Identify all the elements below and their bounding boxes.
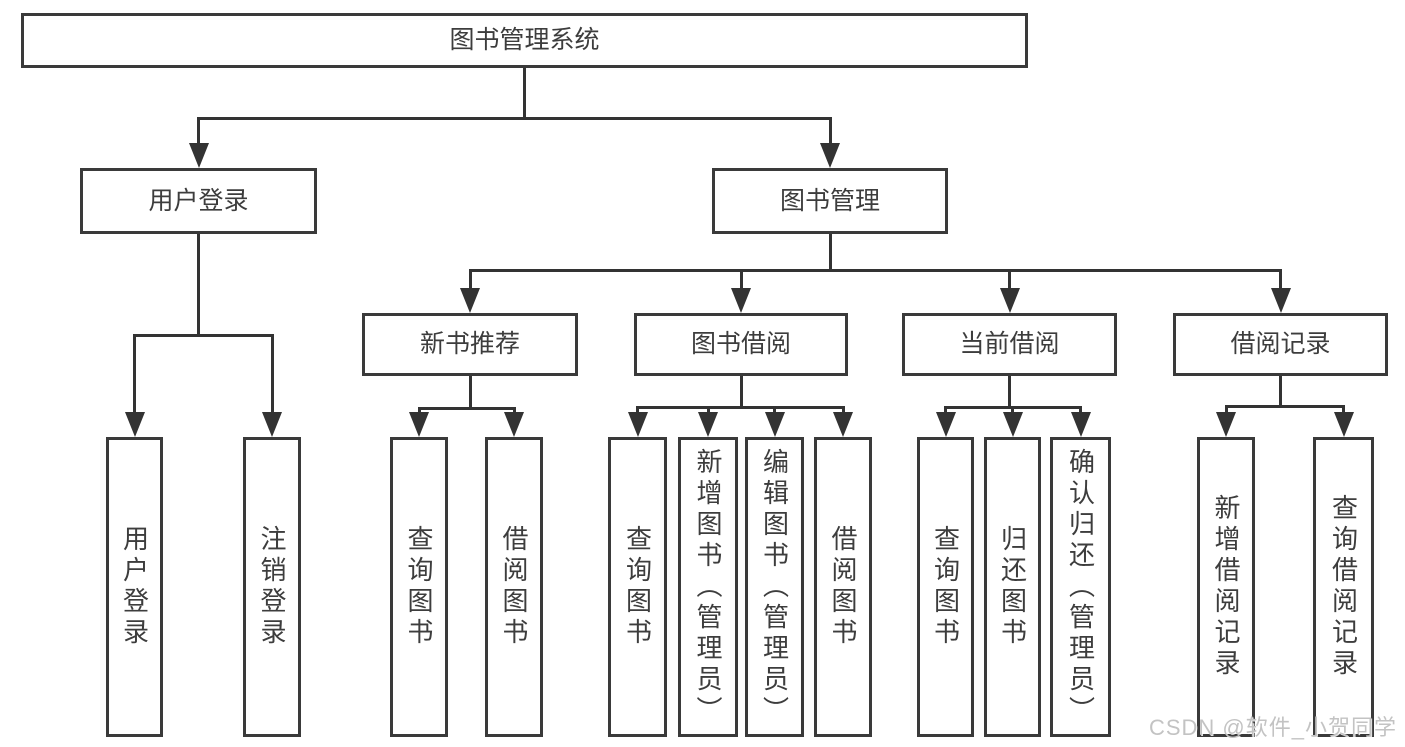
- connector-hline: [133, 333, 274, 337]
- node-current-borrow: 当前借阅: [902, 313, 1117, 376]
- node-label: 查询图书: [404, 525, 434, 649]
- node-label: 确认归还（管理员）: [1065, 447, 1096, 727]
- connector-vline: [1008, 270, 1011, 295]
- arrowhead-down-icon: [1216, 412, 1236, 437]
- connector-vline: [828, 234, 832, 270]
- arrowhead-down-icon: [188, 143, 209, 168]
- node-current-confirm-return-admin: 确认归还（管理员）: [1050, 437, 1111, 737]
- arrowhead-down-icon: [1270, 288, 1291, 313]
- connector-vline: [1279, 270, 1282, 295]
- node-current-return-books: 归还图书: [984, 437, 1041, 737]
- node-current-query-books: 查询图书: [917, 437, 974, 737]
- node-label: 借阅图书: [499, 525, 529, 649]
- arrowhead-down-icon: [999, 288, 1020, 313]
- connector-vline: [739, 376, 743, 407]
- node-recommend-query-books: 查询图书: [390, 437, 448, 737]
- node-records-query-record: 查询借阅记录: [1313, 437, 1374, 737]
- node-label: 用户登录: [119, 525, 150, 649]
- connector-vline: [468, 376, 472, 408]
- connector-hline: [468, 268, 1282, 272]
- node-label: 图书借阅: [690, 330, 791, 358]
- node-login: 用户登录: [106, 437, 163, 737]
- arrowhead-down-icon: [820, 143, 840, 168]
- connector-vline: [523, 68, 526, 118]
- arrowhead-down-icon: [935, 412, 956, 437]
- node-borrow-query-books: 查询图书: [608, 437, 667, 737]
- connector-vline: [468, 270, 472, 295]
- node-borrow-add-books-admin: 新增图书（管理员）: [678, 437, 738, 737]
- node-label: 归还图书: [997, 525, 1028, 649]
- connector-hline: [417, 406, 516, 410]
- arrowhead-down-icon: [833, 412, 853, 437]
- connector-vline: [133, 335, 136, 419]
- arrowhead-down-icon: [460, 288, 480, 313]
- node-book-borrow: 图书借阅: [634, 313, 848, 376]
- node-label: 借阅图书: [828, 525, 858, 649]
- node-user-login: 用户登录: [80, 168, 317, 234]
- arrowhead-down-icon: [1002, 412, 1023, 437]
- node-label: 查询图书: [622, 525, 653, 649]
- connector-vline: [270, 335, 274, 419]
- connector-hline: [636, 405, 845, 409]
- node-label: 图书管理: [779, 186, 880, 215]
- node-borrow-borrow-books: 借阅图书: [814, 437, 872, 737]
- connector-hline: [197, 116, 832, 120]
- arrowhead-down-icon: [1333, 412, 1354, 437]
- arrowhead-down-icon: [764, 412, 785, 437]
- arrowhead-down-icon: [1070, 412, 1091, 437]
- arrowhead-down-icon: [698, 412, 718, 437]
- node-label: 用户登录: [148, 186, 249, 215]
- arrowhead-down-icon: [409, 412, 429, 437]
- arrowhead-down-icon: [731, 288, 751, 313]
- watermark: CSDN @软件_小贺同学: [1148, 715, 1397, 740]
- node-recommend-borrow-books: 借阅图书: [485, 437, 543, 737]
- node-label: 当前借阅: [959, 330, 1060, 358]
- node-label: 查询借阅记录: [1328, 494, 1359, 680]
- connector-vline: [739, 270, 743, 295]
- connector-vline: [197, 234, 200, 335]
- node-label: 编辑图书（管理员）: [759, 447, 790, 727]
- node-label: 新增图书（管理员）: [693, 447, 723, 727]
- connector-vline: [1008, 376, 1011, 407]
- node-label: 图书管理系统: [449, 26, 600, 54]
- node-borrow-edit-books-admin: 编辑图书（管理员）: [745, 437, 804, 737]
- connector-vline: [197, 118, 200, 150]
- connector-vline: [1279, 376, 1282, 406]
- connector-hline: [1224, 404, 1345, 408]
- node-logout: 注销登录: [243, 437, 301, 737]
- node-label: 注销登录: [257, 525, 287, 649]
- connector-vline: [828, 118, 832, 150]
- node-book-management: 图书管理: [712, 168, 948, 234]
- node-records-add-record: 新增借阅记录: [1197, 437, 1255, 737]
- node-new-book-recommend: 新书推荐: [362, 313, 578, 376]
- arrowhead-down-icon: [124, 412, 145, 437]
- node-label: 新增借阅记录: [1211, 494, 1241, 680]
- arrowhead-down-icon: [504, 412, 524, 437]
- node-library-system: 图书管理系统: [21, 13, 1028, 68]
- node-label: 查询图书: [930, 525, 961, 649]
- node-label: 新书推荐: [419, 330, 520, 358]
- arrowhead-down-icon: [627, 412, 648, 437]
- node-borrow-records: 借阅记录: [1173, 313, 1388, 376]
- node-label: 借阅记录: [1230, 330, 1331, 358]
- arrowhead-down-icon: [262, 412, 282, 437]
